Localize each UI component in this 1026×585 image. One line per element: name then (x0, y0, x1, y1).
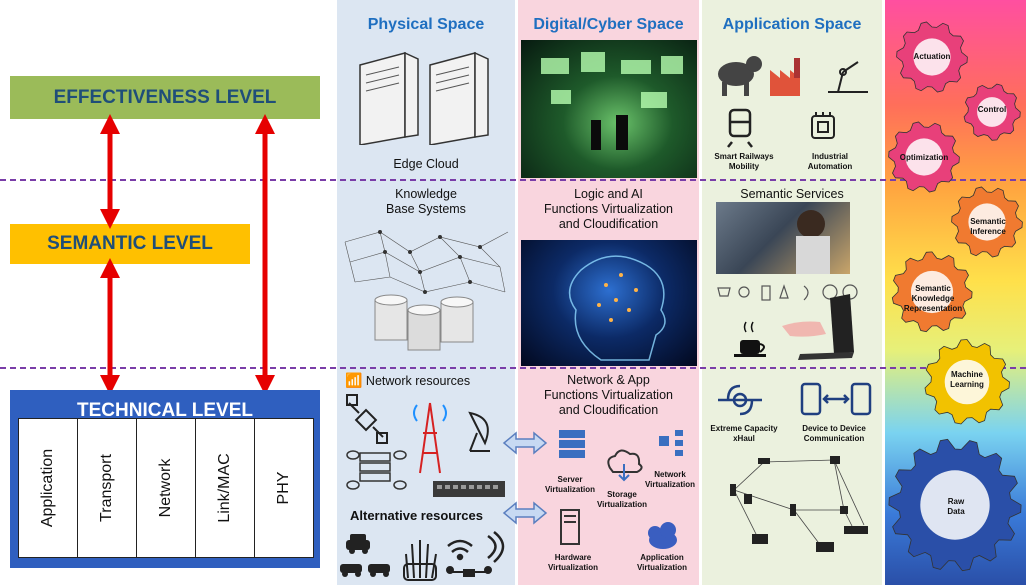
gear-label-semantic-knowledge: Semantic Knowledge Representation (903, 284, 963, 313)
wearable-glove-icon (403, 540, 437, 581)
osi-layer-application: Application (18, 418, 78, 558)
gear-semantic-knowledge-hub (910, 270, 954, 314)
alternative-resources-label: Alternative resources (350, 508, 483, 523)
satellite-icon (346, 394, 388, 444)
gear-actuation-hub (913, 38, 951, 76)
storage-virtualization-label: Storage Virtualization (596, 490, 648, 509)
d2d-icon (800, 382, 872, 416)
application-icons (718, 56, 868, 148)
alternative-resources-icons (340, 531, 505, 581)
osi-layer-transport: Transport (78, 418, 137, 558)
hardware-virtualization-label: Hardware Virtualization (547, 553, 599, 572)
technical-level-label: TECHNICAL LEVEL (77, 400, 253, 421)
gear-label-actuation: Actuation (913, 52, 951, 61)
drone-node-icon (758, 458, 770, 464)
robot-arm-icon (828, 61, 868, 93)
semantic-services-image (716, 202, 850, 274)
network-app-label: Network & App Functions Virtualization a… (543, 373, 673, 417)
wireless-signal-icon (447, 539, 473, 561)
base-station-icon (730, 484, 736, 496)
edge-cloud-label: Edge Cloud (393, 157, 459, 171)
cell-tower-icon (419, 402, 441, 474)
storage-virtualization-icon (607, 449, 643, 482)
gear-optimization-hub (905, 138, 943, 176)
car-icon (346, 534, 370, 554)
smart-railways-label: Smart Railways Mobility (714, 152, 774, 171)
logic-ai-label: Logic and AI Functions Virtualization an… (543, 187, 673, 231)
gear-label-semantic-inference: Semantic Inference (970, 217, 1006, 236)
application-virtualization-label: Application Virtualization (636, 553, 688, 572)
hand-icon (782, 321, 826, 337)
physical-space-title: Physical Space (367, 16, 485, 33)
hardware-virtualization-icon (560, 509, 580, 545)
factory-icon (770, 58, 800, 96)
network-switch-icon (433, 481, 505, 497)
gear-control-hub (977, 97, 1007, 127)
osi-layer-network: Network (137, 418, 196, 558)
d2d-network-diagram (730, 456, 868, 552)
digital-world-image (521, 40, 697, 178)
gear-label-optimization: Optimization (899, 153, 949, 162)
effectiveness-level-label: EFFECTIVENESS LEVEL (53, 87, 277, 108)
semantic-level-label: SEMANTIC LEVEL (47, 233, 213, 254)
effectiveness-level-box: EFFECTIVENESS LEVEL (10, 76, 320, 119)
network-virtualization-icon (659, 430, 683, 456)
coffee-cup-icon (734, 340, 766, 357)
drone-icon (446, 566, 492, 577)
robot-dog-icon (718, 56, 762, 96)
satellite-dish-icon (468, 411, 490, 452)
server-virtualization-label: Server Virtualization (544, 475, 596, 494)
osi-layer-phy: PHY (255, 418, 314, 558)
train-icon (727, 108, 753, 148)
technical-level-box: TECHNICAL LEVEL Application Transport Ne… (10, 390, 320, 568)
xhaul-label: Extreme Capacity xHaul (710, 424, 778, 443)
gear-label-machine-learning: Machine Learning (950, 370, 984, 389)
antenna-icon: 📶 (345, 372, 363, 388)
d2d-label: Device to Device Communication (802, 424, 866, 443)
network-resources-icons (346, 394, 505, 497)
application-virtualization-icon (648, 522, 677, 549)
level-arrows (100, 114, 275, 395)
server-virtualization-icon (559, 430, 585, 458)
knowledge-base-label: Knowledge Base Systems (386, 187, 466, 216)
osi-layer-table: Application Transport Network Link/MAC P… (18, 390, 314, 568)
virtualization-icons (559, 430, 683, 549)
senses-icons (717, 284, 858, 360)
network-resources-label: 📶 Network resources (345, 372, 471, 389)
gear-semantic-inference-hub (968, 203, 1006, 241)
application-space-title: Application Space (722, 16, 862, 33)
xhaul-icon (718, 384, 762, 416)
gear-raw-data-hub (920, 470, 990, 540)
digital-space-title: Digital/Cyber Space (533, 16, 684, 33)
semantic-services-label: Semantic Services (740, 187, 844, 201)
xhaul-d2d-icons (718, 382, 872, 416)
gears-stack (888, 21, 1023, 572)
double-arrow-icon (502, 431, 548, 525)
server-cluster-icon (346, 450, 407, 490)
industrial-automation-label: Industrial Automation (807, 152, 853, 171)
osi-layer-link-mac: Link/MAC (196, 418, 255, 558)
divider-semantic-technical (0, 367, 1026, 369)
divider-effectiveness-semantic (0, 179, 1026, 181)
network-virtualization-label: Network Virtualization (644, 470, 696, 489)
link-arrows (502, 431, 548, 525)
knowledge-graph-databases (344, 230, 509, 351)
gear-machine-learning-hub (944, 359, 990, 405)
laptop-touch-icon (798, 294, 854, 360)
gear-label-raw-data: Raw Data (947, 497, 965, 516)
industrial-chip-icon (811, 112, 835, 139)
satellite-node-icon (830, 456, 840, 464)
semantic-level-box: SEMANTIC LEVEL (10, 224, 250, 264)
gear-label-control: Control (977, 105, 1007, 114)
ai-brain-image (521, 240, 697, 366)
edge-cloud-servers (359, 51, 489, 145)
